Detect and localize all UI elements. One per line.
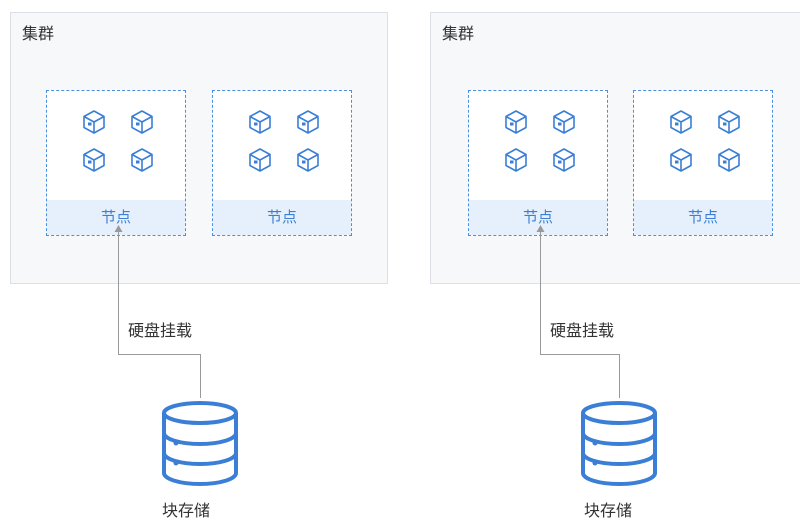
- cube-icon: [505, 148, 527, 172]
- cube-icon: [83, 148, 105, 172]
- cube-icon: [131, 110, 153, 134]
- pod-grid: [47, 91, 185, 187]
- database-icon: [581, 401, 657, 486]
- mount-label: 硬盘挂载: [550, 321, 615, 340]
- node-label: 节点: [213, 200, 351, 235]
- cluster-title: 集群: [442, 24, 475, 43]
- cube-icon: [505, 110, 527, 134]
- cube-icon: [249, 110, 271, 134]
- cluster-title: 集群: [22, 24, 55, 43]
- storage-label: 块存储: [162, 501, 211, 520]
- cube-icon: [83, 110, 105, 134]
- pod-grid: [634, 91, 772, 187]
- database-icon: [162, 401, 238, 486]
- cube-icon: [249, 148, 271, 172]
- cube-icon: [670, 110, 692, 134]
- node-box: 节点: [46, 90, 186, 236]
- cube-icon: [553, 148, 575, 172]
- cube-icon: [131, 148, 153, 172]
- cube-icon: [553, 110, 575, 134]
- cube-icon: [718, 110, 740, 134]
- pod-grid: [469, 91, 607, 187]
- node-label: 节点: [634, 200, 772, 235]
- storage-label: 块存储: [584, 501, 633, 520]
- node-box: 节点: [633, 90, 773, 236]
- cube-icon: [670, 148, 692, 172]
- cube-icon: [297, 148, 319, 172]
- cube-icon: [297, 110, 319, 134]
- node-label: 节点: [469, 200, 607, 235]
- node-box: 节点: [212, 90, 352, 236]
- cube-icon: [718, 148, 740, 172]
- cluster-panel-1: 集群 节点 节点: [10, 12, 388, 284]
- mount-label: 硬盘挂载: [128, 321, 193, 340]
- node-box: 节点: [468, 90, 608, 236]
- pod-grid: [213, 91, 351, 187]
- cluster-panel-2: 集群 节点 节点: [430, 12, 800, 284]
- node-label: 节点: [47, 200, 185, 235]
